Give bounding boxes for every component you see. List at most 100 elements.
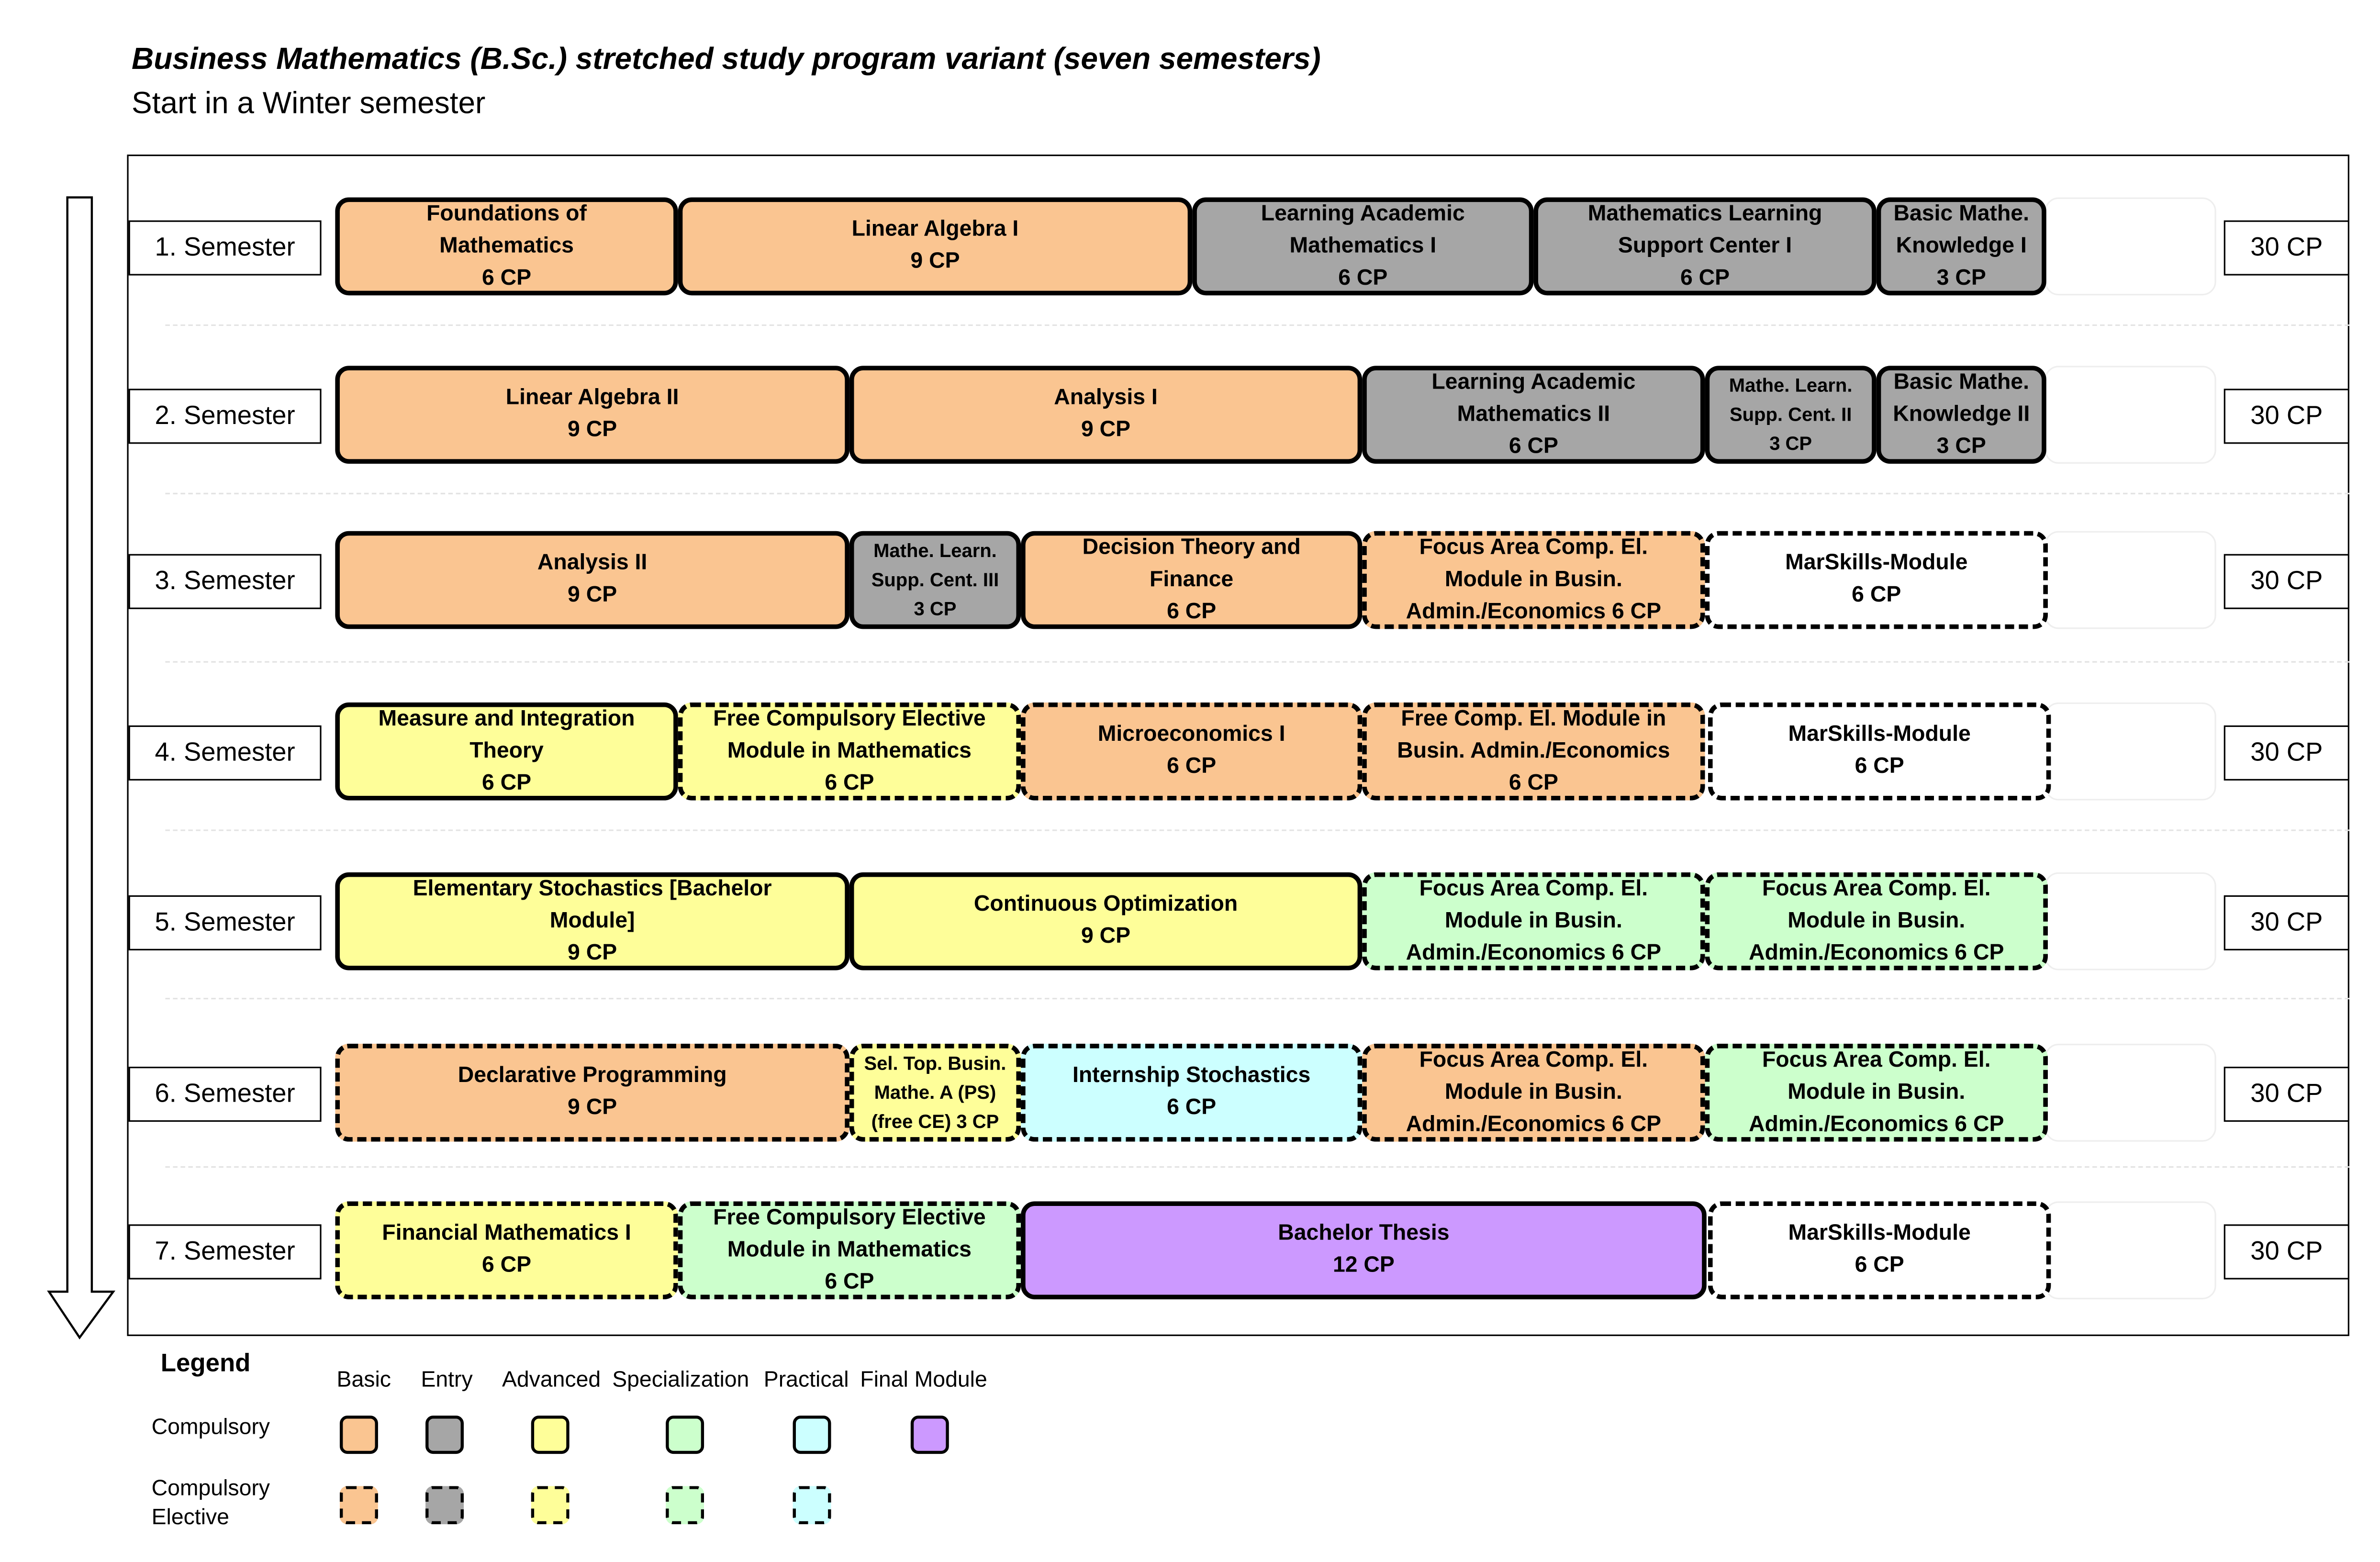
module-name-line: Mathematics [439, 233, 574, 258]
module-name-line: Foundations of [426, 201, 587, 226]
module-credits: Admin./Economics 6 CP [1406, 1112, 1662, 1137]
module-name-line: Elementary Stochastics [Bachelor [413, 876, 772, 901]
module-box: Focus Area Comp. El.Module in Busin.Admi… [1362, 1044, 1705, 1142]
module-name-line: MarSkills-Module [1785, 551, 1968, 576]
module-credits: 6 CP [1855, 754, 1904, 779]
semester-spare-slot [2045, 702, 2216, 801]
module-name-line: Financial Mathematics I [382, 1221, 631, 1246]
time-arrow-icon [47, 196, 116, 1339]
module-name-line: Module in Busin. [1444, 567, 1622, 592]
semester-credit-total: 30 CP [2224, 554, 2349, 609]
semester-credit-total: 30 CP [2224, 1224, 2349, 1280]
semester-credit-total: 30 CP [2224, 220, 2349, 276]
legend-swatch [425, 1416, 464, 1454]
module-credits: 9 CP [910, 249, 960, 274]
module-credits: 3 CP [1936, 434, 1986, 458]
module-name-line: Focus Area Comp. El. [1419, 876, 1648, 901]
legend-title: Legend [160, 1350, 251, 1378]
module-credits: 6 CP [825, 770, 874, 795]
module-box: Focus Area Comp. El.Module in Busin.Admi… [1705, 872, 2048, 971]
module-credits: 6 CP [481, 770, 532, 795]
module-credits: 3 CP [1936, 265, 1986, 290]
module-name-line: Continuous Optimization [973, 892, 1238, 917]
module-name-line: Theory [469, 738, 544, 763]
module-credits: Admin./Economics 6 CP [1406, 599, 1662, 624]
legend-column-label: Practical [763, 1368, 849, 1393]
module-name-line: Internship Stochastics [1072, 1063, 1311, 1088]
module-name-line: Analysis I [1054, 385, 1158, 411]
module-credits: 6 CP [1680, 265, 1730, 290]
module-name-line: Module] [549, 908, 635, 933]
module-name-line: Declarative Programming [458, 1063, 727, 1088]
module-box: Analysis I 9 CP [849, 366, 1363, 464]
module-box: Focus Area Comp. El.Module in Busin.Admi… [1362, 872, 1705, 971]
legend-swatch [425, 1486, 464, 1525]
module-credits: Admin./Economics 6 CP [1749, 940, 2004, 965]
module-name-line: Bachelor Thesis [1278, 1221, 1450, 1246]
module-name-line: Learning Academic [1431, 369, 1636, 394]
module-name-line: Basic Mathe. [1893, 369, 2029, 394]
module-name-line: Free Compulsory Elective [713, 1205, 986, 1230]
semester-label: 7. Semester [128, 1224, 322, 1280]
page-title: Business Mathematics (B.Sc.) stretched s… [132, 43, 1321, 77]
module-name-line: Focus Area Comp. El. [1762, 876, 1991, 901]
semester-label: 3. Semester [128, 554, 322, 609]
module-name-line: MarSkills-Module [1788, 722, 1971, 747]
module-name-line: Support Center I [1618, 233, 1792, 258]
module-box: Sel. Top. Busin. Mathe. A (PS) (free CE) 3… [849, 1044, 1021, 1142]
legend-swatch [531, 1416, 570, 1454]
legend-swatch [666, 1486, 704, 1525]
module-name-line: Sel. Top. Busin. [864, 1052, 1006, 1074]
module-credits: 6 CP [1508, 770, 1558, 795]
module-name-line: Mathe. Learn. [873, 539, 997, 561]
module-credits: 9 CP [1081, 418, 1131, 443]
legend-swatch [339, 1486, 378, 1525]
module-credits: 6 CP [1855, 1253, 1904, 1278]
module-name-line: MarSkills-Module [1788, 1221, 1971, 1246]
module-box: Focus Area Comp. El.Module in Busin.Admi… [1705, 1044, 2048, 1142]
semester-label: 4. Semester [128, 725, 322, 781]
module-name-line: Decision Theory and [1082, 535, 1301, 559]
legend-swatch [910, 1416, 949, 1454]
module-credits: 9 CP [568, 1095, 617, 1120]
module-name-line: Basic Mathe. [1893, 201, 2029, 226]
legend-column-label: Basic [336, 1368, 391, 1393]
module-name-line: Mathe. A (PS) [874, 1081, 996, 1103]
legend-row-label: Compulsory [151, 1477, 270, 1502]
legend-column-label: Final Module [860, 1368, 987, 1393]
module-name-line: Free Compulsory Elective [713, 706, 986, 731]
module-box: Focus Area Comp. El.Module in Busin.Admi… [1362, 531, 1705, 629]
module-name-line: Finance [1149, 567, 1234, 592]
module-name-line: Supp. Cent. III [871, 569, 999, 590]
module-box: MarSkills-Module 6 CP [1708, 702, 2051, 801]
row-divider [165, 324, 2349, 326]
module-credits: 9 CP [568, 583, 617, 608]
semester-spare-slot [2045, 1201, 2216, 1300]
module-credits: 12 CP [1332, 1253, 1395, 1278]
row-divider [165, 661, 2349, 663]
module-credits: 6 CP [1338, 265, 1388, 290]
module-credits: (free CE) 3 CP [871, 1110, 999, 1132]
page-subtitle: Start in a Winter semester [132, 87, 486, 121]
semester-label: 6. Semester [128, 1067, 322, 1122]
module-credits: 9 CP [568, 418, 617, 443]
module-credits: 3 CP [1769, 432, 1812, 454]
module-name-line: Mathematics Learning [1587, 201, 1822, 226]
module-name-line: Free Comp. El. Module in [1401, 706, 1666, 731]
module-box: Bachelor Thesis 12 CP [1021, 1201, 1707, 1300]
semester-label: 2. Semester [128, 389, 322, 444]
module-name-line: Module in Mathematics [727, 1237, 972, 1262]
legend-swatch [666, 1416, 704, 1454]
